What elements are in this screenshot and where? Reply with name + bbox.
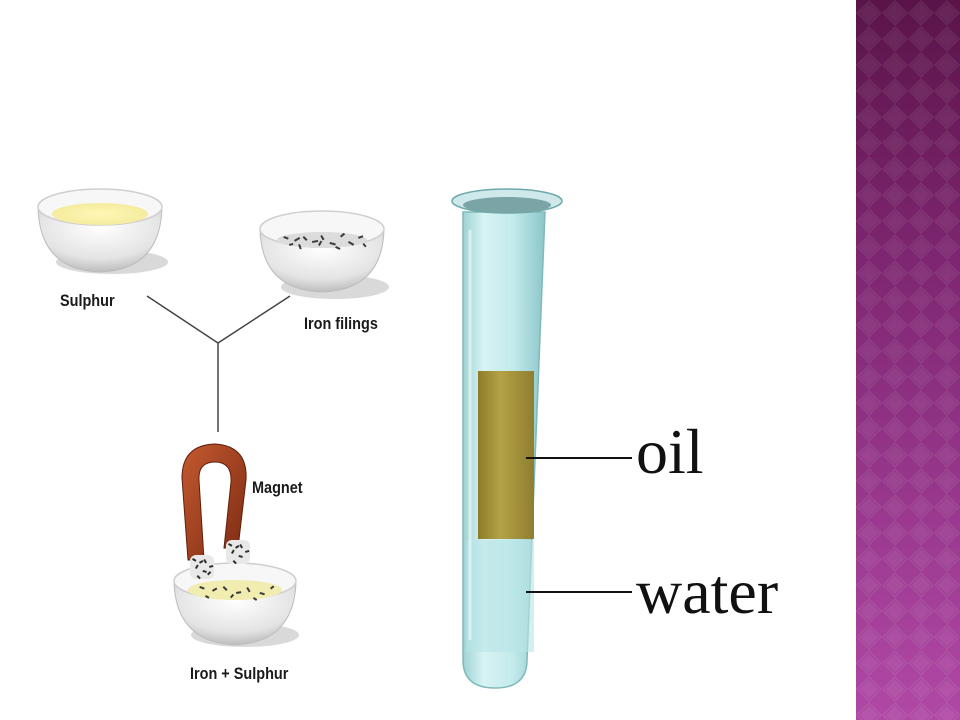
water-label: water [636,556,779,627]
sulphur-label: Sulphur [60,291,115,310]
magnet-label: Magnet [252,478,303,497]
iron-filings-bowl [259,210,389,299]
decorative-side-panel [856,0,960,720]
horseshoe-magnet [181,443,250,580]
water-layer [466,540,534,652]
diagram-area: Sulphur Iron filings Magnet Iron + Sulph… [37,188,779,689]
diagram-graphics [37,188,632,689]
attracted-filings-left [190,555,214,580]
connector-lines [146,295,291,432]
iron-filings-label: Iron filings [304,314,378,333]
mixture-bowl [173,562,299,647]
attracted-filings-right [226,540,250,565]
mixture-label: Iron + Sulphur [190,664,289,683]
oil-label: oil [636,416,704,487]
oil-layer [478,371,534,539]
test-tube [451,188,563,689]
sulphur-bowl [37,188,168,274]
diamond-pattern [856,0,960,720]
